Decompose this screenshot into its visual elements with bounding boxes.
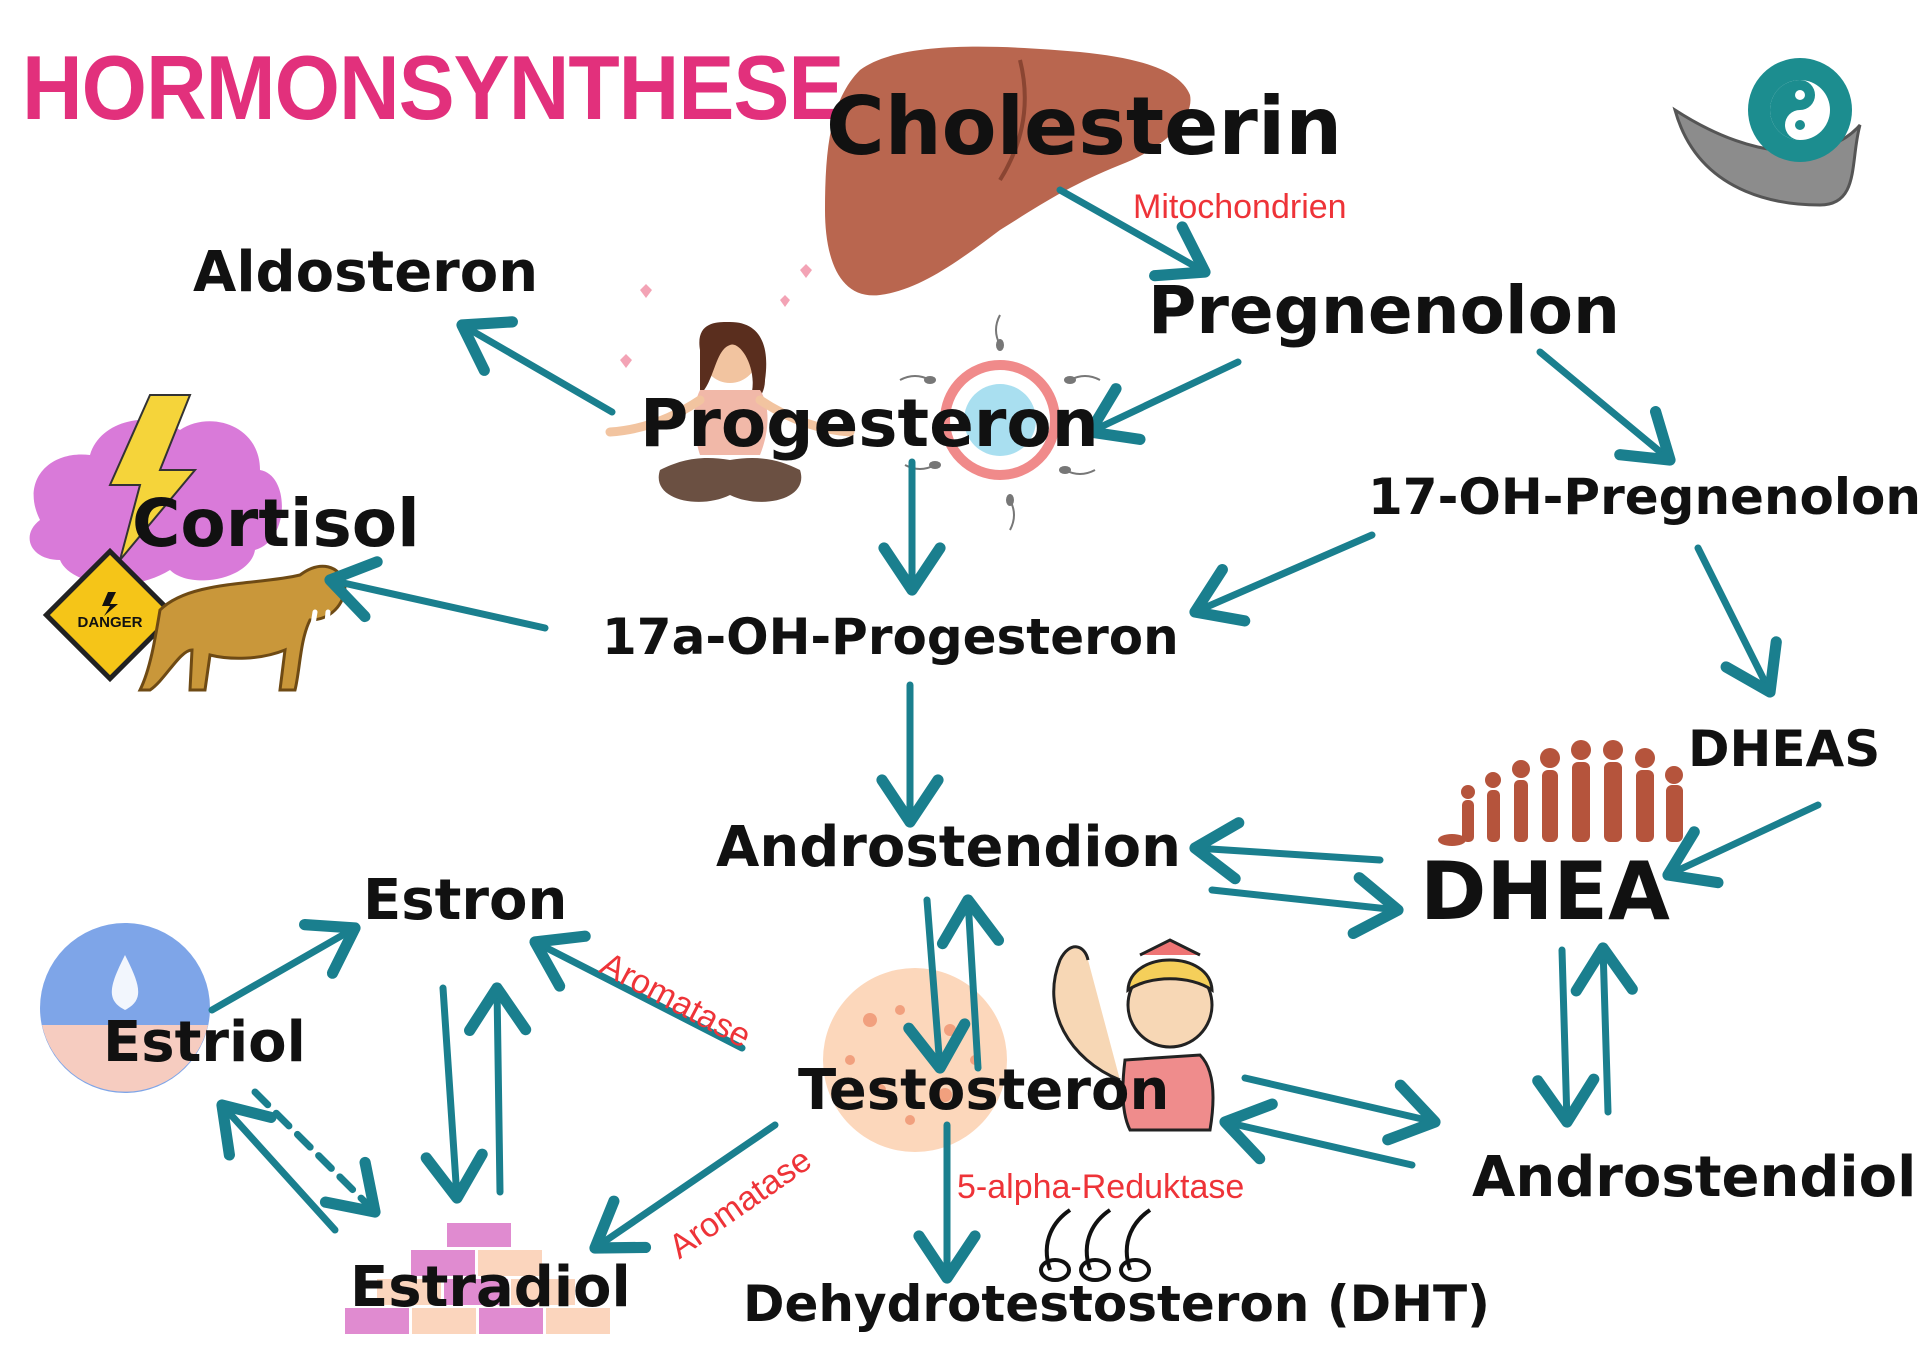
node-androstendiol: Androstendiol (1472, 1145, 1917, 1210)
arrow-dheas-dhea (1662, 801, 1822, 889)
node-estron: Estron (363, 868, 568, 933)
human-lifecycle-icon (1438, 740, 1683, 846)
arrow-17oh-pregnenolon-dheas (1694, 544, 1782, 698)
arrow-dhea-androstendiol (1532, 946, 1600, 1128)
node-cortisol: Cortisol (132, 485, 420, 562)
node-estradiol: Estradiol (350, 1255, 631, 1320)
arrow-estradiol-estriol (216, 1099, 339, 1234)
node-androstendion: Androstendion (716, 815, 1181, 880)
arrow-testosteron-androstendion (936, 894, 1005, 1072)
liver-icon (825, 46, 1191, 296)
sabre-tooth-tiger-icon (137, 564, 347, 692)
brick-stack-icon (345, 1223, 610, 1334)
diagram-title: HORMONSYNTHESE (22, 37, 844, 139)
node-pregnenolon: Pregnenolon (1148, 272, 1620, 349)
node-progesteron: Progesteron (640, 385, 1099, 462)
node-estriol: Estriol (103, 1010, 306, 1075)
node-dheas: DHEAS (1688, 720, 1881, 778)
arrow-testosteron-androstendiol (1241, 1074, 1441, 1146)
strong-woman-icon (1052, 938, 1215, 1132)
arrow-cholesterin-pregnenolon (1056, 186, 1211, 282)
storm-cloud-lightning-icon (29, 394, 282, 585)
node-dht: Dehydrotestosteron (DHT) (743, 1275, 1490, 1333)
hair-follicle-icon (1039, 1208, 1152, 1282)
node-aldosteron: Aldosteron (193, 240, 539, 305)
arrow-pregnenolon-progesteron (1084, 358, 1242, 445)
arrow-17oh-progesteron-cortisol (324, 556, 549, 632)
water-drop-skin-icon (40, 923, 210, 1093)
svg-text:DANGER: DANGER (77, 614, 142, 631)
arrow-testosteron-estradiol (589, 1121, 779, 1254)
danger-sign-icon: DANGER (42, 547, 178, 683)
egg-cell-sperm-icon (899, 314, 1101, 531)
yin-yang-boat-logo (1672, 58, 1862, 207)
arrow-androstendion-testosteron (903, 896, 971, 1074)
meditating-woman-icon (605, 264, 855, 502)
node-cholesterin: Cholesterin (826, 80, 1343, 173)
arrow-estron-estradiol (420, 984, 488, 1204)
arrow-estriol-estron (208, 919, 361, 1014)
arrow-androstendiol-testosteron (1219, 1098, 1416, 1169)
arrow-dhea-androstendion (1189, 817, 1384, 885)
node-dhea: DHEA (1420, 845, 1670, 938)
node-17oh-progesteron: 17a-OH-Progesteron (602, 608, 1179, 666)
node-17oh-pregnenolon: 17-OH-Pregnenolon (1368, 468, 1920, 526)
arrow-estriol-estradiol-dashed (251, 1088, 381, 1218)
enzyme-5-alpha-reduktase: 5-alpha-Reduktase (957, 1168, 1245, 1206)
arrow-androstendion-dhea (1208, 872, 1404, 939)
arrow-pregnenolon-17oh-pregnenolon (1536, 348, 1676, 466)
arrow-testosteron-estron (529, 930, 746, 1052)
arrow-progesteron-aldosteron (456, 316, 616, 416)
arrow-androstendiol-dhea (1570, 942, 1638, 1116)
node-testosteron: Testosteron (798, 1058, 1170, 1123)
arrow-17oh-pregnenolon-17oh-progesteron (1189, 531, 1376, 627)
arrow-estradiol-estron (464, 982, 532, 1196)
enzyme-mitochondrien: Mitochondrien (1133, 188, 1347, 226)
